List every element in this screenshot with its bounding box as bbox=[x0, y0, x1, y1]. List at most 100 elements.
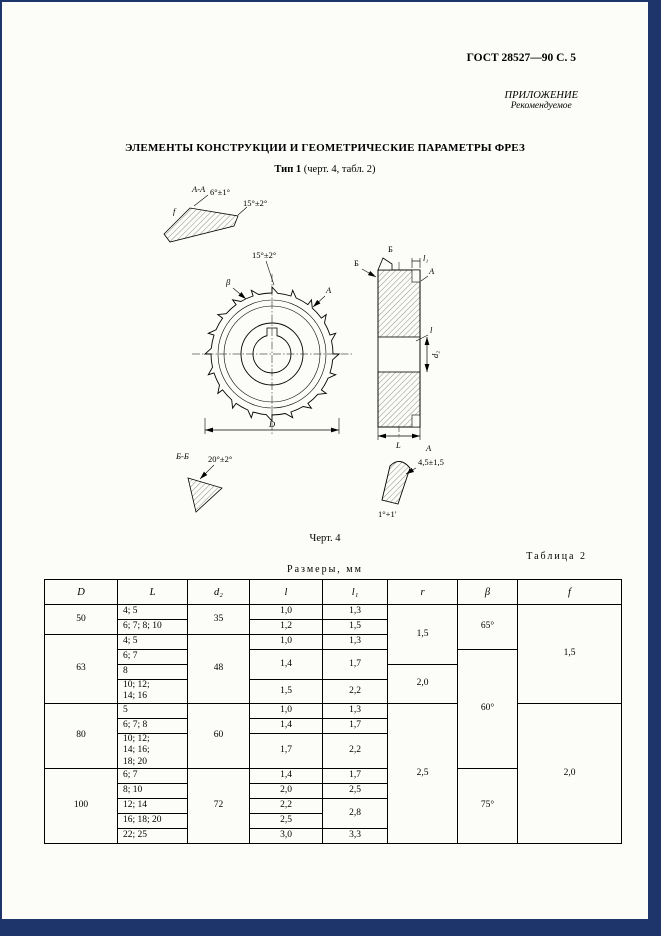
dim-l-label: l bbox=[430, 325, 433, 335]
cell-L: 8 bbox=[117, 664, 188, 680]
cell-l1: 1,3 bbox=[322, 604, 388, 620]
table-row: 8 2,0 bbox=[45, 664, 622, 704]
type-subtitle: Тип 1 (черт. 4, табл. 2) bbox=[2, 164, 648, 175]
table-row: 6; 7 1,4 1,7 60° bbox=[45, 649, 622, 769]
cell-L: 16; 18; 20 bbox=[117, 812, 188, 829]
bb-tooth-shape bbox=[187, 477, 223, 513]
cell-l: 1,5 bbox=[249, 679, 323, 704]
table-row: 63 4; 5 48 1,0 1,3 bbox=[44, 634, 622, 704]
cell-r: 1,5 bbox=[387, 604, 458, 665]
cell-r: 2,0 bbox=[387, 664, 458, 704]
cell-d2: 48 bbox=[187, 634, 250, 704]
table-wrapper: D L d₂ l l₁ r β f 50 4; 5 35 1,0 1,3 1 bbox=[44, 579, 622, 844]
cell-L: 8; 10 bbox=[117, 782, 188, 799]
cell-l1: 1,3 bbox=[322, 634, 388, 650]
cell-d2: 72 bbox=[187, 767, 250, 844]
cell-L: 4; 5 bbox=[117, 634, 188, 650]
cutter-side-section: Б Б l₁ А l d₂ L bbox=[354, 244, 440, 450]
section-b-b: Б-Б 20°±2° bbox=[175, 451, 232, 513]
cutter-front-view: β 15°±2° А D bbox=[192, 250, 352, 434]
page-title: ЭЛЕМЕНТЫ КОНСТРУКЦИИ И ГЕОМЕТРИЧЕСКИЕ ПА… bbox=[125, 142, 525, 154]
cell-f: 1,5 bbox=[517, 604, 622, 704]
cell-D: 100 bbox=[44, 767, 118, 844]
cell-l1: 2,5 bbox=[322, 782, 388, 799]
section-aa-label: А-А bbox=[191, 184, 206, 194]
cell-beta: 75° bbox=[457, 767, 518, 844]
annex-subtitle: Рекомендуемое bbox=[510, 101, 572, 111]
tip-dimension-label: 4,5±1,5 bbox=[418, 457, 444, 467]
cutter-drawing: А-А 6°±1° 15°±2° f β 15°±2° bbox=[163, 184, 444, 519]
side-tooth-tip bbox=[377, 257, 393, 271]
cell-D: 80 bbox=[44, 702, 118, 769]
rim-circle bbox=[217, 299, 327, 409]
cell-r: 2,5 bbox=[387, 702, 458, 844]
cell-l1: 2,2 bbox=[322, 732, 388, 769]
diameter-d-label: D bbox=[268, 419, 276, 429]
gear-outline bbox=[203, 285, 341, 423]
table-row: 6; 7; 8 1,4 1,7 bbox=[45, 717, 622, 734]
cell-f: 2,0 bbox=[517, 702, 622, 844]
face-angle-label: 15°±2° bbox=[252, 250, 276, 260]
annex-block: ПРИЛОЖЕНИЕ Рекомендуемое bbox=[505, 90, 579, 111]
detail-a-arrow-label: А bbox=[325, 285, 332, 295]
cell-l1: 1,7 bbox=[322, 717, 388, 734]
figure-4: А-А 6°±1° 15°±2° f β 15°±2° bbox=[150, 182, 480, 530]
document-sheet: ГОСТ 28527—90 С. 5 ПРИЛОЖЕНИЕ Рекомендуе… bbox=[2, 2, 648, 919]
header-f: f bbox=[517, 579, 622, 605]
cell-L: 6; 7; 8; 10 bbox=[117, 619, 188, 635]
cell-d2: 35 bbox=[187, 604, 250, 635]
table-row: 22; 25 3,0 3,3 bbox=[45, 827, 622, 844]
header-r: r bbox=[387, 579, 458, 605]
table-row: 10; 12; 14; 16; 18; 20 1,7 2,2 bbox=[45, 732, 622, 769]
cell-l: 3,0 bbox=[249, 827, 323, 844]
cell-L: 4; 5 bbox=[117, 604, 188, 620]
cell-l: 1,7 bbox=[249, 732, 323, 769]
cell-L: 5 bbox=[117, 702, 188, 719]
cell-l: 1,4 bbox=[249, 649, 323, 680]
cell-l: 1,0 bbox=[249, 702, 323, 719]
page-header: ГОСТ 28527—90 С. 5 bbox=[466, 52, 576, 64]
figure-caption: Черт. 4 bbox=[309, 533, 341, 544]
table-units-label: Размеры, мм bbox=[287, 564, 363, 575]
angle-20-label: 20°±2° bbox=[208, 454, 232, 464]
detail-a-label: А bbox=[425, 443, 432, 453]
cell-L: 10; 12; 14; 16 bbox=[117, 679, 188, 704]
cell-L: 22; 25 bbox=[117, 827, 188, 844]
view-a-label: А bbox=[428, 266, 435, 276]
dim-l1-label: l₁ bbox=[423, 253, 428, 263]
table-header-row: D L d₂ l l₁ r β f bbox=[44, 579, 622, 605]
cell-L: 10; 12; 14; 16; 18; 20 bbox=[117, 732, 188, 769]
cell-d2: 60 bbox=[187, 702, 250, 769]
section-a-a: А-А 6°±1° 15°±2° f bbox=[163, 184, 267, 243]
header-d2: d₂ bbox=[187, 579, 250, 605]
header-l1: l₁ bbox=[322, 579, 388, 605]
cell-l: 1,0 bbox=[249, 604, 323, 620]
header-D: D bbox=[44, 579, 118, 605]
tip-angle-label: 1°+1' bbox=[378, 509, 397, 519]
land-f-label: f bbox=[173, 206, 177, 216]
table-row: 80 5 60 1,0 1,3 2,5 2,0 bbox=[44, 702, 622, 844]
header-beta: β bbox=[457, 579, 518, 605]
recess-bottom bbox=[411, 414, 421, 428]
cell-L: 6; 7 bbox=[117, 767, 188, 784]
cell-L: 6; 7; 8 bbox=[117, 717, 188, 734]
table-row: 12; 14 2,2 2,8 bbox=[45, 797, 622, 829]
cell-l1: 1,5 bbox=[322, 619, 388, 635]
cell-l1: 2,8 bbox=[322, 797, 388, 829]
beta-angle-label: β bbox=[225, 277, 231, 287]
annex-title: ПРИЛОЖЕНИЕ bbox=[504, 90, 579, 101]
cell-L: 12; 14 bbox=[117, 797, 188, 814]
cell-l1: 1,3 bbox=[322, 702, 388, 719]
detail-a: А 4,5±1,5 1°+1' bbox=[378, 443, 444, 519]
cell-l: 2,2 bbox=[249, 797, 323, 814]
cell-beta: 60° bbox=[457, 649, 518, 769]
dim-L-label: L bbox=[395, 440, 401, 450]
cell-D: 63 bbox=[44, 634, 118, 704]
table-row: 100 6; 7 72 1,4 1,7 75° bbox=[44, 767, 622, 844]
cell-l1: 1,7 bbox=[322, 649, 388, 680]
cell-l1: 1,7 bbox=[322, 767, 388, 784]
recess-top bbox=[411, 269, 421, 283]
header-l: l bbox=[249, 579, 323, 605]
cell-D: 50 bbox=[44, 604, 118, 635]
cell-l: 2,5 bbox=[249, 812, 323, 829]
